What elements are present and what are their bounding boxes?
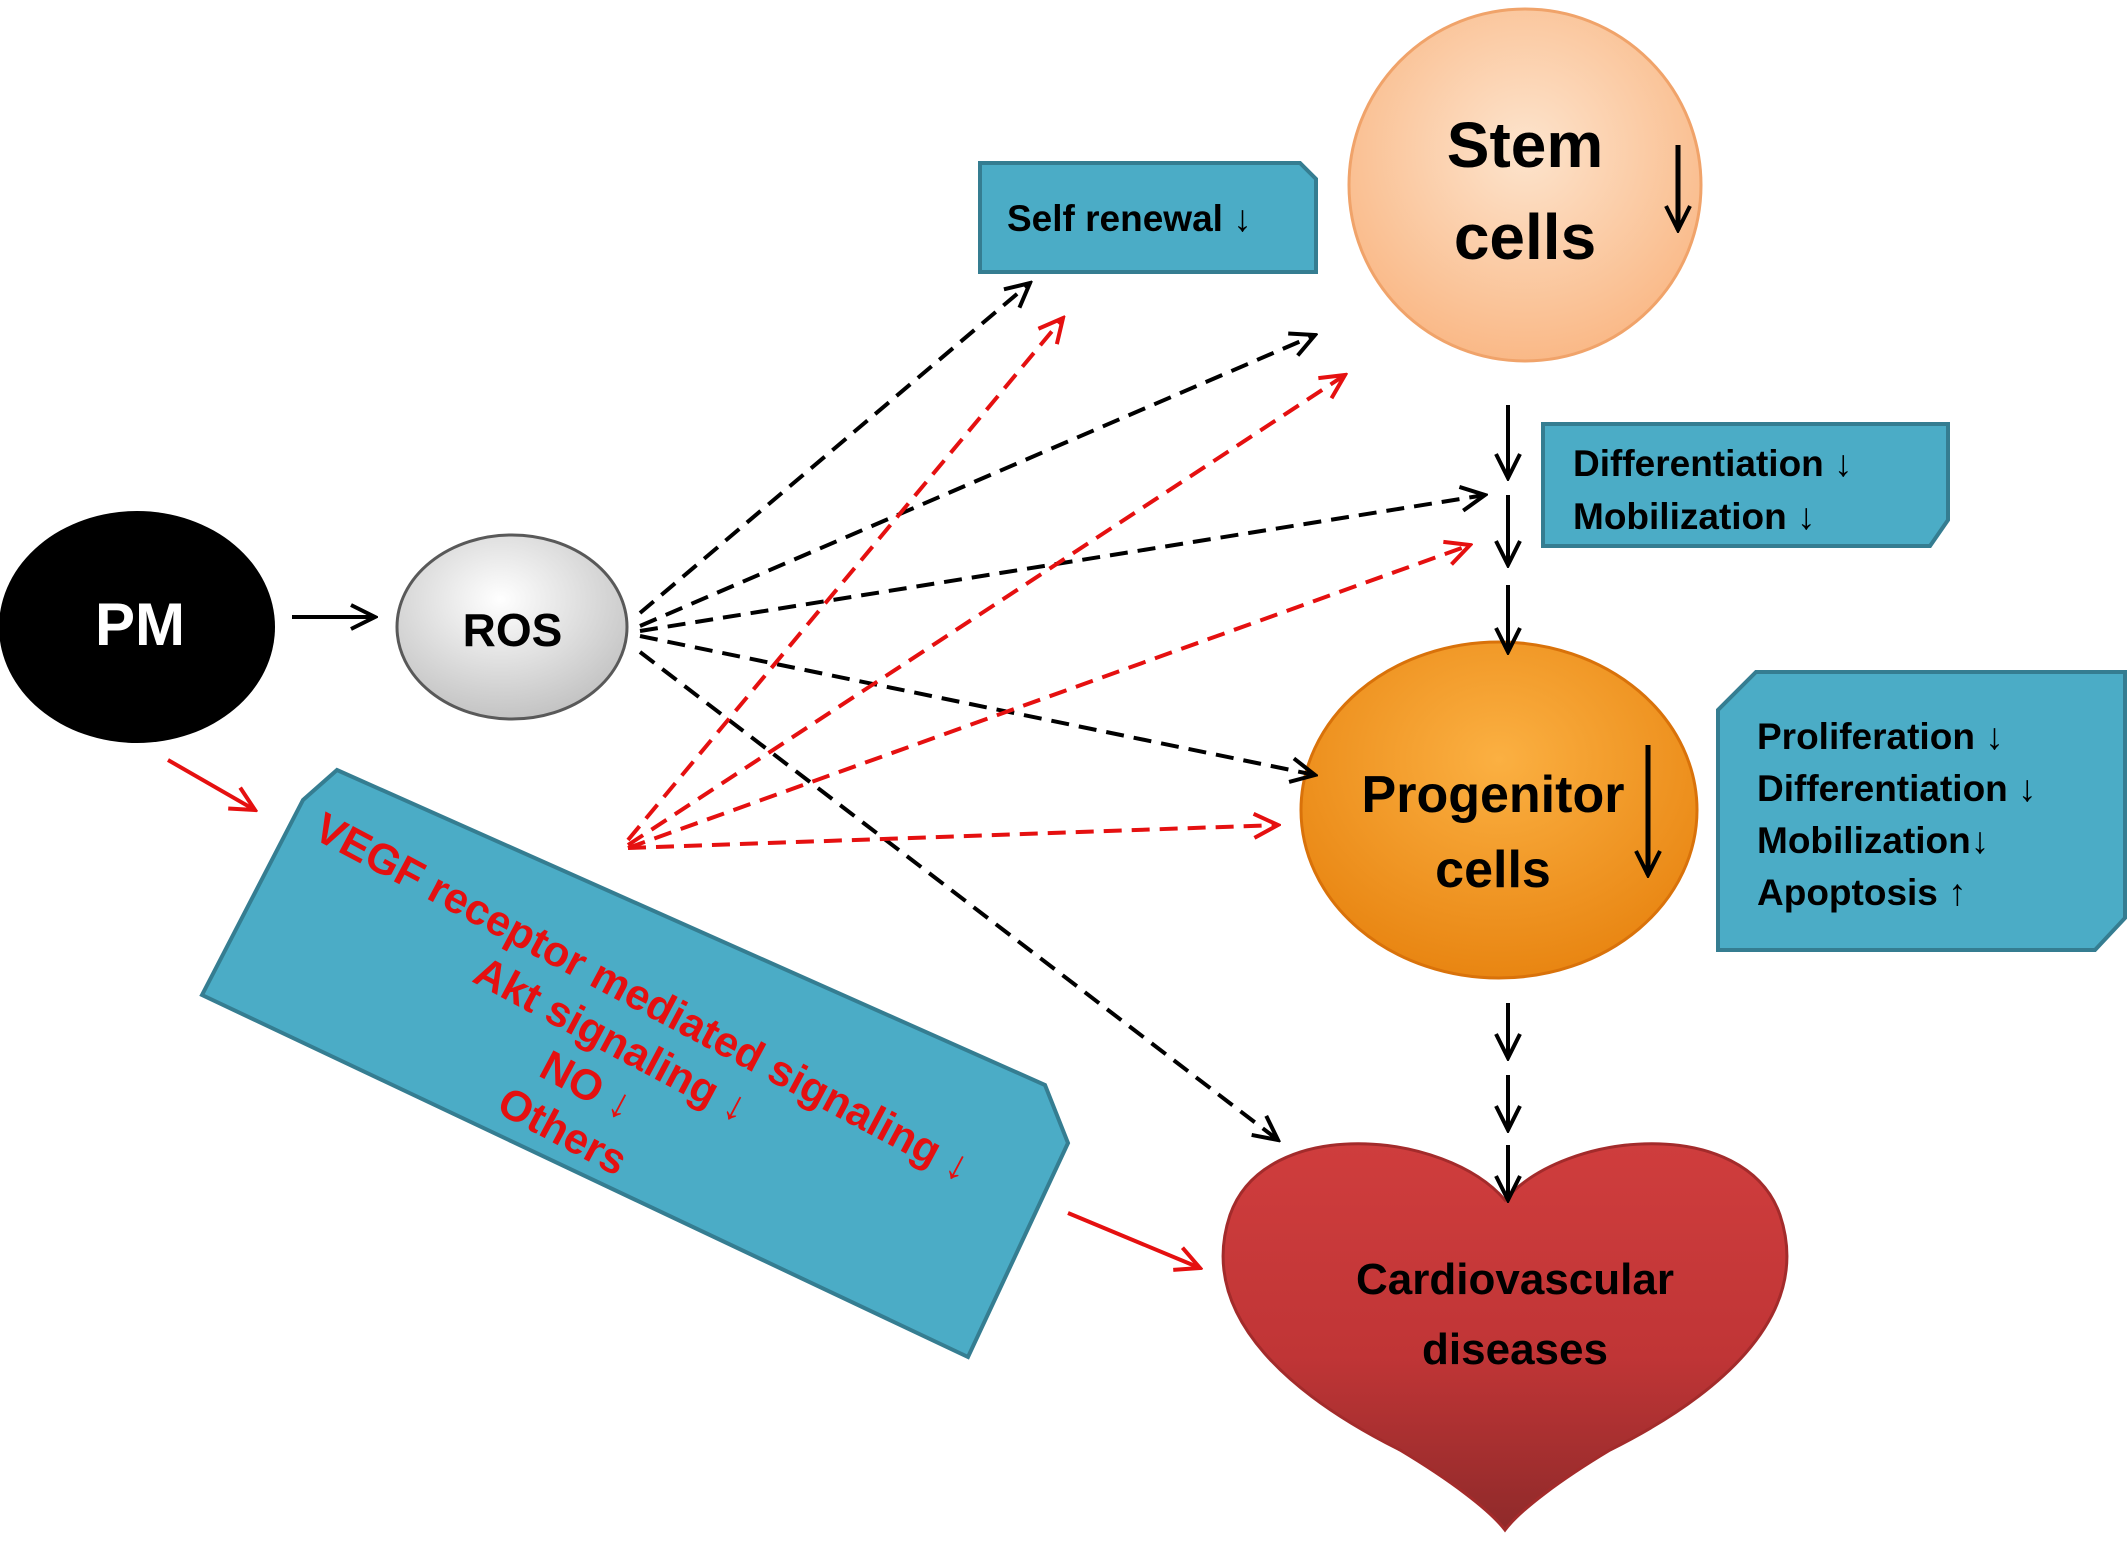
stem-effects-box: [1541, 422, 1950, 548]
pm-to-vegf-red-arrow: [167, 758, 255, 810]
vegf-to-progenitor-arrow: [627, 825, 1278, 850]
progenitor-effect-item: Proliferation ↓: [1757, 716, 2004, 757]
self-renewal-box: [978, 161, 1318, 274]
ros-node: [395, 533, 629, 721]
vegf-to-stem-effects-arrow: [627, 545, 1470, 850]
stem-effect-item: Differentiation ↓: [1573, 443, 1853, 484]
ros-label: ROS: [462, 604, 563, 656]
stem-cells-label-line1: Stem: [1446, 109, 1604, 181]
pm-label: PM: [95, 591, 185, 658]
progenitor-effect-item: Mobilization↓: [1757, 820, 1990, 861]
progenitor-cells-label-line1: Progenitor: [1361, 766, 1625, 824]
cardiovascular-label-line1: Cardiovascular: [1356, 1255, 1674, 1304]
ros-to-heart-arrow: [638, 650, 1278, 1140]
vegf-to-stem-cells-arrow: [626, 375, 1345, 847]
progenitor-effect-item: Apoptosis ↑: [1757, 872, 1967, 913]
ros-to-stem-cells-arrow: [639, 335, 1315, 628]
stem-effect-item: Mobilization ↓: [1573, 496, 1816, 537]
stem-cells-label-line2: cells: [1453, 201, 1597, 273]
heart-shape: [1221, 1142, 1789, 1533]
stem-cells-node: [1347, 7, 1703, 363]
progenitor-effect-item: Differentiation ↓: [1757, 768, 2037, 809]
cardiovascular-label-line2: diseases: [1422, 1325, 1608, 1374]
ros-to-stem-effects-arrow: [639, 495, 1485, 633]
stem-effects-list: Differentiation ↓ Mobilization ↓: [1573, 437, 1853, 543]
vegf-dashed-arrows: [626, 318, 1470, 850]
ros-to-progenitor-arrow: [639, 634, 1315, 775]
vegf-to-heart-red-arrow: [1067, 1211, 1200, 1268]
progenitor-effects-box: [1716, 670, 2127, 952]
ros-dashed-arrows: [638, 283, 1485, 1140]
progenitor-cells-label-line2: cells: [1435, 841, 1551, 899]
vegf-signaling-box: [199, 767, 1071, 1360]
pm-node: [0, 511, 275, 743]
progenitor-effects-list: Proliferation ↓ Differentiation ↓ Mobili…: [1757, 711, 2037, 919]
vegf-to-self-renewal-arrow: [626, 318, 1063, 842]
self-renewal-label: Self renewal ↓: [1007, 198, 1252, 239]
ros-to-self-renewal-arrow: [638, 283, 1030, 615]
